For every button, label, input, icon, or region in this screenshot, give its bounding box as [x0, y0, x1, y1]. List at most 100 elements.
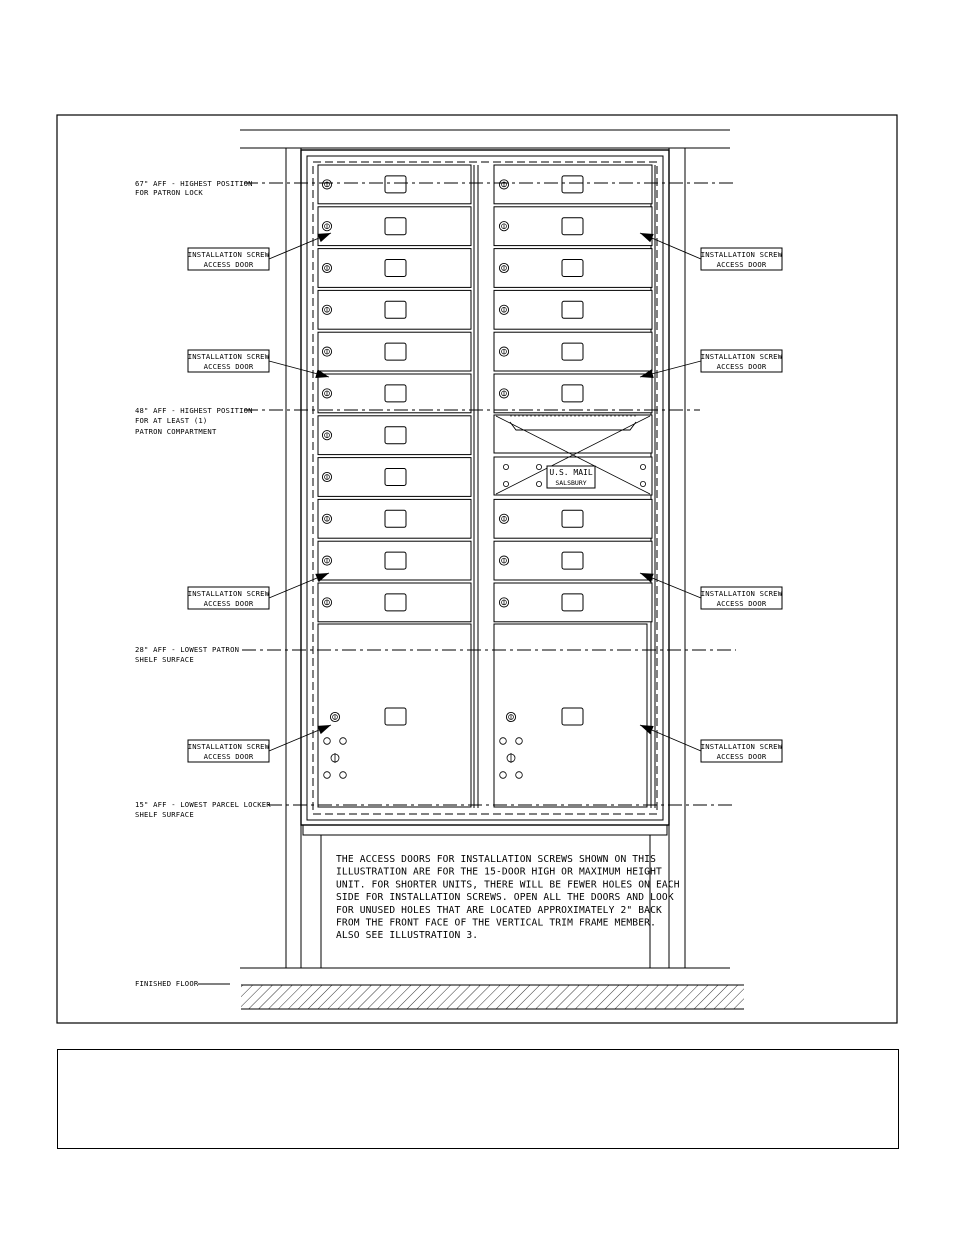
callout-label-line1: INSTALLATION SCREW — [188, 742, 270, 751]
compartment-door — [493, 164, 653, 205]
note-line: FOR UNUSED HOLES THAT ARE LOCATED APPROX… — [336, 905, 662, 916]
salsbury-label: SALSBURY — [555, 479, 586, 487]
name-tag-slot — [384, 551, 407, 570]
annotation-67-line2: FOR PATRON LOCK — [135, 188, 203, 197]
door-lock-icon — [498, 304, 510, 315]
callout-label-line1: INSTALLATION SCREW — [701, 352, 783, 361]
callout-label-line1: INSTALLATION SCREW — [701, 589, 783, 598]
compartment-door — [317, 373, 472, 414]
door-lock-icon — [498, 221, 510, 232]
arrowhead-icon — [317, 725, 331, 735]
callout-label-line2: ACCESS DOOR — [717, 599, 767, 608]
door-lock-icon — [321, 262, 333, 274]
arrowhead-icon — [640, 573, 654, 583]
floor-hatch — [241, 985, 744, 1009]
compartment-door — [317, 248, 472, 288]
annotation-28-line1: 28" AFF - LOWEST PATRON — [135, 645, 239, 654]
pedestal — [302, 824, 668, 968]
name-tag-slot — [561, 342, 584, 361]
name-tag-slot — [384, 342, 407, 361]
note-line: ALSO SEE ILLUSTRATION 3. — [336, 930, 478, 941]
compartment-door — [317, 540, 472, 581]
arrowhead-icon — [315, 369, 329, 378]
name-tag-slot — [561, 593, 584, 612]
callout-label-line2: ACCESS DOOR — [204, 260, 254, 269]
door-lock-icon — [321, 179, 333, 190]
annotation-28-line2: SHELF SURFACE — [135, 655, 194, 664]
compartment-door — [493, 289, 653, 330]
annotation-15-line1: 15" AFF - LOWEST PARCEL LOCKER — [135, 800, 271, 809]
callout-label-line2: ACCESS DOOR — [204, 752, 254, 761]
name-tag-slot — [561, 217, 584, 236]
height-reference-lines — [242, 182, 736, 806]
diagram-frame — [56, 114, 898, 1024]
annotation-67-line1: 67" AFF - HIGHEST POSITION — [135, 179, 253, 188]
compartment-door — [493, 248, 653, 288]
name-tag-slot — [561, 300, 584, 319]
callout-label-line2: ACCESS DOOR — [204, 362, 254, 371]
callout-label-line2: ACCESS DOOR — [717, 362, 767, 371]
name-tag-slot — [384, 384, 407, 403]
name-tag-slot — [561, 509, 584, 528]
compartment-door — [317, 457, 472, 497]
name-tag-slot — [384, 259, 407, 277]
callout-label-line2: ACCESS DOOR — [717, 752, 767, 761]
door-lock-icon — [321, 304, 333, 315]
compartment-door — [493, 540, 653, 581]
compartment-door — [317, 206, 472, 247]
callout-label-line1: INSTALLATION SCREW — [188, 589, 270, 598]
door-lock-icon — [498, 597, 510, 608]
callout-label-line2: ACCESS DOOR — [717, 260, 767, 269]
door-lock-icon — [321, 346, 333, 357]
arrowhead-icon — [317, 233, 331, 243]
callout-label-line1: INSTALLATION SCREW — [188, 352, 270, 361]
callout-label-line1: INSTALLATION SCREW — [188, 250, 270, 259]
name-tag-slot — [561, 551, 584, 570]
name-tag-slot — [384, 175, 407, 194]
note-line: UNIT. FOR SHORTER UNITS, THERE WILL BE F… — [336, 879, 680, 890]
name-tag-slot — [384, 509, 407, 528]
annotation-48-line1: 48" AFF - HIGHEST POSITION — [135, 406, 253, 415]
door-lock-icon — [321, 430, 333, 441]
annotation-15-line2: SHELF SURFACE — [135, 810, 194, 819]
arrowhead-icon — [640, 233, 654, 243]
note-line: ILLUSTRATION ARE FOR THE 15-DOOR HIGH OR… — [336, 867, 662, 878]
door-lock-icon — [321, 597, 333, 608]
note-line: SIDE FOR INSTALLATION SCREWS. OPEN ALL T… — [336, 892, 674, 903]
door-lock-icon — [498, 262, 510, 274]
door-lock-icon — [498, 513, 510, 524]
compartment-door — [493, 582, 653, 623]
callout-label-line1: INSTALLATION SCREW — [701, 250, 783, 259]
door-lock-icon — [321, 221, 333, 232]
compartment-door — [317, 498, 472, 539]
door-lock-icon — [321, 388, 333, 399]
us-mail-label: U.S. MAIL — [549, 468, 593, 477]
height-annotations: 67" AFF - HIGHEST POSITION FOR PATRON LO… — [135, 179, 271, 819]
installation-note: THE ACCESS DOORS FOR INSTALLATION SCREWS… — [336, 854, 680, 941]
compartment-door — [317, 289, 472, 330]
name-tag-slot — [561, 384, 584, 403]
compartment-door — [493, 206, 653, 247]
name-tag-slot — [384, 593, 407, 612]
name-tag-slot — [384, 426, 407, 445]
note-line: FROM THE FRONT FACE OF THE VERTICAL TRIM… — [336, 918, 656, 929]
door-lock-icon — [498, 346, 510, 357]
compartment-door — [317, 415, 472, 456]
name-tag-slot — [384, 217, 407, 236]
annotation-48-line2: FOR AT LEAST (1) — [135, 416, 207, 425]
door-lock-icon — [498, 555, 510, 566]
finished-floor-label: FINISHED FLOOR — [135, 979, 199, 988]
compartment-door — [317, 331, 472, 372]
name-tag-slot — [561, 259, 584, 277]
door-lock-icon — [321, 513, 333, 524]
note-line: THE ACCESS DOORS FOR INSTALLATION SCREWS… — [336, 854, 656, 865]
name-tag-slot — [384, 468, 407, 486]
